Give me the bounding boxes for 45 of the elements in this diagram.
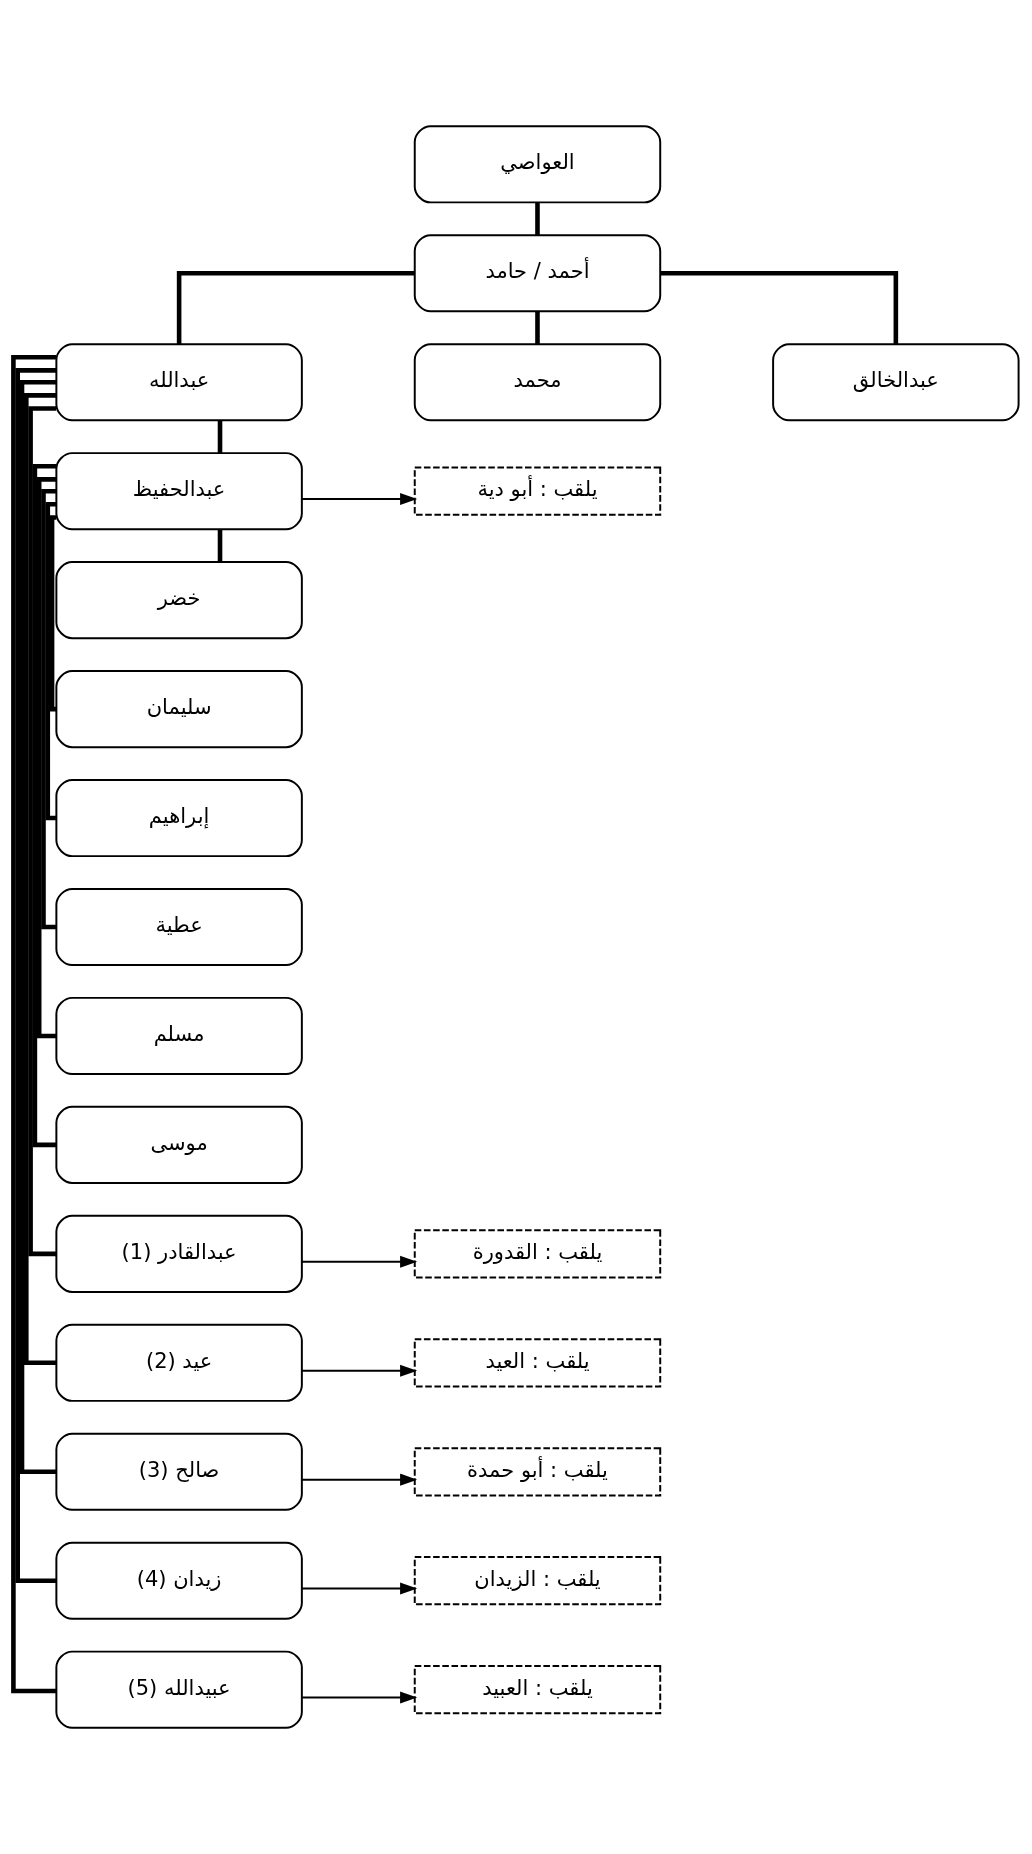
connector [660, 270, 899, 345]
connector [32, 463, 57, 1148]
arrow [300, 1473, 418, 1486]
node-box: زيدان (4) [55, 1541, 303, 1620]
connector [535, 202, 540, 235]
node-box: سليمان [55, 670, 303, 749]
connector [15, 368, 57, 1584]
connector [41, 488, 56, 930]
node-box: عبدالخالق [772, 343, 1020, 422]
node-box: يلقب : الزيدان [413, 1556, 662, 1606]
node-box: يلقب : العيد [413, 1338, 662, 1388]
connector [19, 379, 57, 1475]
connector [11, 355, 57, 1694]
arrow [300, 493, 418, 506]
node-box: يلقب : القدورة [413, 1229, 662, 1279]
arrow [300, 1255, 418, 1268]
node-box: صالح (3) [55, 1432, 303, 1511]
connector [217, 420, 223, 453]
connector [176, 270, 415, 345]
node-box: أحمد / حامد [413, 234, 662, 313]
node-box: عبدالله [55, 343, 303, 422]
arrow [300, 1691, 418, 1704]
node-box: عطية [55, 887, 303, 967]
connector [49, 515, 57, 712]
arrow [300, 1582, 418, 1595]
node-box: مسلم [55, 996, 303, 1075]
node-box: يلقب : أبو دية [413, 466, 662, 516]
node-box: محمد [413, 343, 662, 422]
node-box: عبدالحفيظ [55, 452, 303, 531]
node-box: العواصي [413, 125, 662, 204]
connector [24, 393, 57, 1366]
node-box: موسى [55, 1105, 303, 1184]
node-box: خضر [55, 561, 303, 640]
arrow [300, 1364, 418, 1377]
node-box: عيد (2) [55, 1323, 303, 1402]
connector [36, 477, 57, 1039]
node-box: إبراهيم [55, 779, 303, 858]
node-box: يلقب : أبو حمدة [413, 1447, 662, 1497]
connector [535, 311, 540, 344]
connector [217, 529, 223, 562]
node-box: عبيدالله (5) [55, 1650, 303, 1729]
node-box: عبدالقادر (1) [55, 1214, 303, 1293]
connector [45, 502, 56, 821]
connector [28, 406, 57, 1257]
node-box: يلقب : العبيد [413, 1665, 662, 1715]
